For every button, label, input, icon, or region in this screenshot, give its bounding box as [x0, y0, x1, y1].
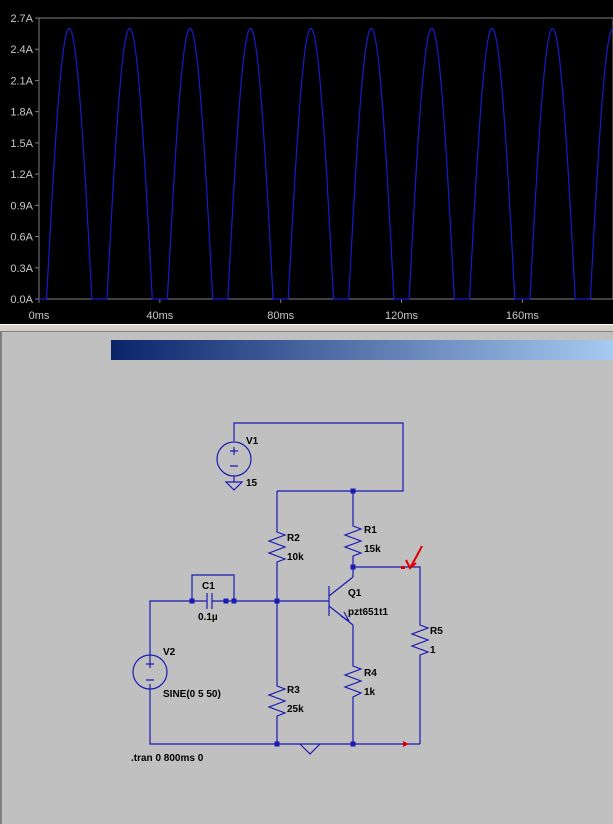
r4-name-label: R4	[364, 668, 377, 679]
schematic-pane[interactable]	[0, 332, 613, 824]
v1-value-label: 15	[246, 478, 258, 489]
waveform-plot-pane[interactable]: 2.7A 2.4A 2.1A 1.8A 1.5A 1.2A 0.9A 0.6A 0.3A 0.0A…	[0, 0, 613, 324]
q1-value-label: pzt651t1	[348, 607, 388, 618]
resistor-r1[interactable]	[343, 521, 363, 559]
r3-name-label: R3	[287, 685, 300, 696]
voltage-source-v2[interactable]	[132, 654, 168, 690]
wire-c1-bypass	[191, 574, 235, 601]
v2-value-label: SINE(0 5 50)	[163, 689, 221, 700]
x-tick-label: 160ms	[506, 310, 540, 322]
junctions	[189, 488, 356, 747]
voltage-source-v1[interactable]	[216, 441, 252, 491]
y-tick-label: 0.6A	[10, 232, 33, 244]
r5-value-label: 1	[430, 645, 436, 656]
r2-name-label: R2	[287, 533, 300, 544]
pane-divider[interactable]	[0, 324, 613, 332]
schematic-window-titlebar[interactable]	[111, 340, 613, 360]
r1-value-label: 15k	[364, 544, 381, 555]
current-trace	[39, 27, 613, 300]
r1-name-label: R1	[364, 525, 377, 536]
resistor-r2[interactable]	[267, 527, 287, 563]
v2-name-label: V2	[163, 647, 176, 658]
q1-name-label: Q1	[348, 588, 362, 599]
c1-value-label: 0.1µ	[198, 612, 218, 623]
wire-c1-left	[149, 600, 204, 660]
resistor-r3[interactable]	[267, 681, 287, 719]
r5-name-label: R5	[430, 626, 443, 637]
waveform-plot[interactable]: 2.7A 2.4A 2.1A 1.8A 1.5A 1.2A 0.9A 0.6A 0.3A 0.0A…	[0, 0, 613, 324]
y-tick-label: 0.3A	[10, 263, 33, 275]
y-tick-label: 1.2A	[10, 169, 33, 181]
transistor-q1[interactable]	[328, 576, 354, 626]
x-tick-label: 80ms	[267, 310, 294, 322]
x-tick-label: 40ms	[146, 310, 173, 322]
current-probe-cursor-icon	[401, 545, 423, 570]
y-tick-label: 1.8A	[10, 107, 33, 119]
y-tick-label: 0.0A	[10, 294, 33, 306]
r4-value-label: 1k	[364, 687, 376, 698]
y-tick-label: 0.9A	[10, 200, 33, 212]
y-tick-label: 1.5A	[10, 138, 33, 150]
resistor-r4[interactable]	[343, 661, 363, 703]
plot-frame	[38, 17, 613, 300]
v1-name-label: V1	[246, 436, 259, 447]
spice-directive[interactable]: .tran 0 800ms 0	[131, 753, 204, 764]
y-tick-label: 2.4A	[10, 44, 33, 56]
resistor-r5[interactable]	[410, 620, 430, 658]
x-tick-label: 120ms	[385, 310, 419, 322]
capacitor-c1[interactable]	[204, 593, 235, 609]
c1-name-label: C1	[202, 581, 215, 592]
x-tick-label: 0ms	[29, 310, 50, 322]
ground-probe-marker	[403, 741, 409, 747]
r3-value-label: 25k	[287, 704, 304, 715]
r2-value-label: 10k	[287, 552, 304, 563]
ground-symbol	[299, 743, 321, 755]
y-tick-label: 2.1A	[10, 75, 33, 87]
wire-collector-r5	[353, 566, 421, 620]
wire-v1-loop	[233, 422, 404, 492]
wire-ground-rail	[149, 684, 420, 745]
y-tick-label: 2.7A	[10, 13, 33, 25]
